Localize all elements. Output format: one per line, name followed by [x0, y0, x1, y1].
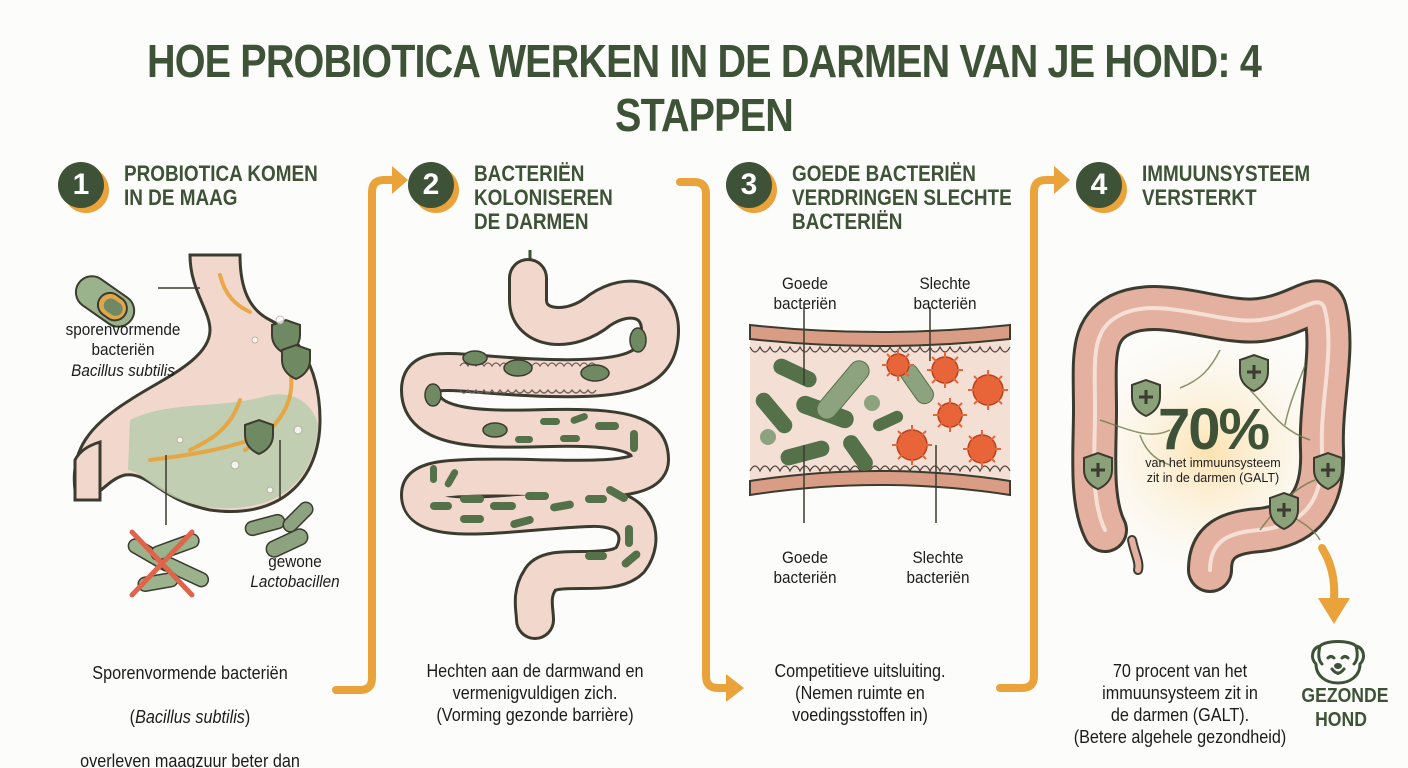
label-good-bacteria-bottom: Goede bacteriën	[773, 548, 837, 587]
gut-wall-illustration	[749, 307, 1011, 523]
label-lactobacillen: Lactobacillen	[250, 572, 340, 591]
step-2-description: Hechten aan de darmwand en vermenigvuldi…	[426, 661, 644, 725]
happy-dog-icon	[1311, 640, 1365, 685]
step-2-badge: 2	[408, 162, 459, 213]
step-1-title: PROBIOTICA KOMEN IN DE MAAG	[124, 161, 318, 210]
step-4-description: 70 procent van het immuunsysteem zit in …	[1073, 661, 1287, 747]
label-bad-bacteria-bottom: Slechte bacteriën	[906, 548, 970, 587]
step-4-badge: 4	[1076, 162, 1127, 213]
step-1-badge: 1	[58, 162, 109, 213]
colon-illustration	[1070, 279, 1352, 593]
step-4-header: 4 IMMUUNSYSTEEM VERSTERKT	[1076, 161, 1338, 213]
intestine-illustration	[400, 250, 680, 640]
step-4-title: IMMUUNSYSTEEM VERSTERKT	[1142, 161, 1311, 210]
step-3-description: Competitieve uitsluiting. (Nemen ruimte …	[774, 661, 946, 725]
step-2-title: BACTERIËN KOLONISEREN DE DARMEN	[474, 161, 613, 234]
label-spore-bacteria: sporenvormende bacteriën	[65, 320, 181, 359]
cross-icon	[129, 529, 195, 598]
step-2-header: 2 BACTERIËN KOLONISEREN DE DARMEN	[408, 162, 635, 234]
healthy-dog-label: GEZONDE HOND	[1301, 685, 1389, 731]
step-3-title: GOEDE BACTERIËN VERDRINGEN SLECHTE BACTE…	[792, 161, 1012, 234]
arrow-2-to-3	[676, 178, 732, 692]
step-1-description: Sporenvormende bacteriën (Bacillus subti…	[80, 663, 300, 768]
arrow-3-to-4	[996, 176, 1060, 692]
stat-70-percent: 70%	[1157, 397, 1270, 462]
stomach-illustration	[72, 253, 322, 598]
immune-shield-icons	[1083, 353, 1343, 531]
step-1-header: 1 PROBIOTICA KOMEN IN DE MAAG	[58, 161, 349, 213]
label-bad-bacteria-top: Slechte bacteriën	[913, 274, 977, 313]
label-bacillus-subtilis: Bacillus subtilis	[71, 361, 175, 380]
stat-caption: van het immuunsysteem zit in de darmen (…	[1145, 456, 1281, 485]
arrow-1-to-2	[332, 176, 396, 694]
label-lacto-common: gewone	[268, 552, 322, 571]
step-3-header: 3 GOEDE BACTERIËN VERDRINGEN SLECHTE BAC…	[726, 162, 1047, 234]
page-title: HOE PROBIOTICA WERKEN IN DE DARMEN VAN J…	[147, 35, 1262, 141]
arrow-4-to-dog	[1318, 544, 1339, 604]
step-3-badge: 3	[726, 162, 777, 213]
label-good-bacteria-top: Goede bacteriën	[773, 274, 837, 313]
